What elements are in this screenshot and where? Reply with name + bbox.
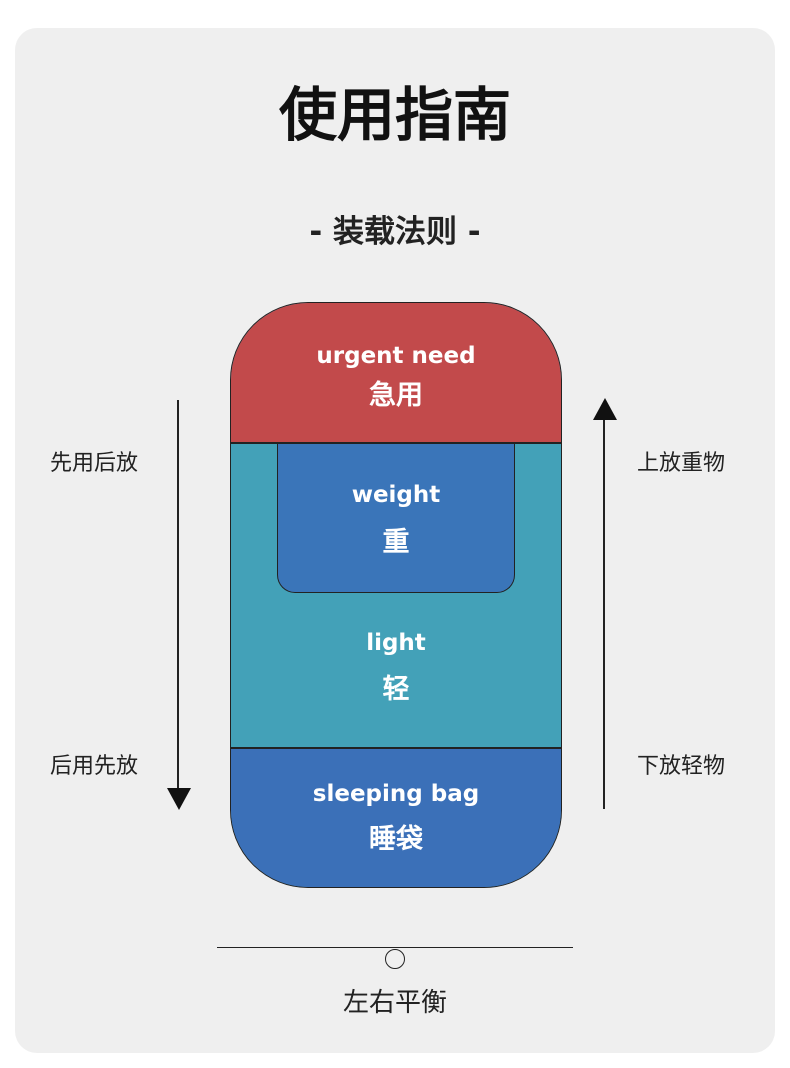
left-label-top: 先用后放: [50, 451, 139, 476]
balance-label: 左右平衡: [342, 988, 447, 1018]
zone-urgent-en: urgent need: [316, 343, 476, 369]
page-title: 使用指南: [278, 81, 511, 149]
zone-urgent: urgent need 急用: [231, 303, 561, 444]
left-label-bottom: 后用先放: [50, 754, 139, 779]
up-arrow-line: [603, 414, 605, 809]
zone-light-cn: 轻: [382, 674, 410, 705]
up-arrow-icon: [593, 398, 617, 420]
balance-line: [217, 947, 573, 948]
zone-heavy: weight 重: [277, 444, 515, 593]
zone-heavy-cn: 重: [382, 527, 410, 558]
section-subtitle: - 装载法则 -: [309, 214, 481, 250]
balance-pivot-icon: [385, 949, 405, 969]
zone-sleeping-bag: sleeping bag 睡袋: [231, 747, 561, 887]
zone-heavy-en: weight: [351, 482, 441, 508]
zone-urgent-cn: 急用: [369, 380, 423, 411]
right-label-top: 上放重物: [637, 451, 726, 476]
down-arrow-icon: [167, 788, 191, 810]
zone-sleeping-bag-en: sleeping bag: [312, 781, 480, 807]
zone-light-en: light: [366, 630, 426, 656]
right-label-bottom: 下放轻物: [637, 754, 726, 779]
backpack-diagram: urgent need 急用 light 轻 weight 重 sleeping…: [230, 302, 562, 888]
zone-sleeping-bag-cn: 睡袋: [369, 824, 423, 855]
down-arrow-line: [177, 400, 179, 795]
